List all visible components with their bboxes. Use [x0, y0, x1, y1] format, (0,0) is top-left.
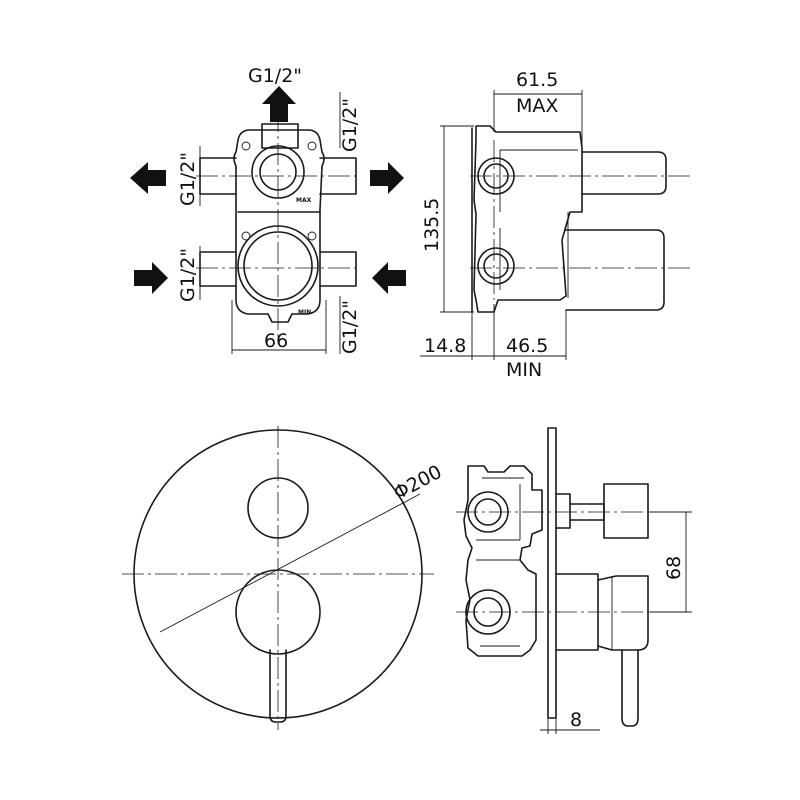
side-view-valve-body: 61.5 MAX 135.5 14.8 46.5 MIN: [420, 69, 690, 381]
lever-body-side: [597, 575, 649, 651]
diverter-knob-side: [603, 483, 649, 539]
arrow-up-icon: [262, 86, 296, 122]
arrow-left-icon: [130, 162, 166, 194]
right-upper-thread-label: G1/2": [339, 98, 361, 152]
cover-plate-side: [547, 427, 557, 719]
width-label: 66: [264, 330, 288, 352]
max-depth-label: 61.5: [516, 69, 558, 91]
min-depth-label: 46.5: [506, 335, 548, 357]
hidden-body-detail: [476, 477, 524, 647]
diverter-spindle: [555, 493, 605, 529]
right-lower-pipe: [319, 251, 357, 287]
left-lower-pipe: [199, 251, 237, 287]
hidden-valve-body: [463, 465, 543, 657]
valve-body-outline: [233, 129, 325, 323]
plate-thickness-dimension-line: [540, 718, 600, 734]
height-label: 135.5: [421, 198, 443, 252]
screw-hole: [307, 141, 317, 151]
arrow-left-icon: [372, 262, 406, 294]
lever-handle-side: [621, 649, 639, 727]
plate-thickness-label: 8: [570, 709, 582, 731]
height-dimension-line: [440, 125, 474, 313]
arrow-right-icon: [134, 262, 168, 294]
min-depth-dimension-line: [420, 304, 567, 360]
assembled-side-view: 68 8: [456, 427, 692, 734]
axis-distance-dimension-line: [650, 511, 692, 613]
front-view-cover-plate: Φ200: [122, 426, 446, 730]
cartridge-port-inner: [243, 231, 313, 301]
diameter-label: Φ200: [390, 461, 446, 504]
screw-hole: [241, 231, 251, 241]
lower-fitting-outer: [477, 247, 515, 285]
upper-stem: [581, 151, 667, 195]
width-dimension-line: [231, 300, 327, 354]
left-upper-thread-label: G1/2": [177, 152, 199, 206]
front-view-valve-body: MAX MIN 66 G1/2" G1/2" G1/2" G1/2" G1/2": [130, 65, 406, 354]
axis-distance-label: 68: [663, 556, 685, 580]
right-lower-thread-label: G1/2": [339, 300, 361, 354]
side-body-detail: [499, 149, 578, 298]
side-body-outline: [473, 125, 583, 313]
diameter-dimension-line: [159, 493, 421, 633]
wall-depth-label: 14.8: [424, 335, 466, 357]
left-lower-thread-label: G1/2": [177, 248, 199, 302]
lever-handle: [269, 649, 287, 723]
screw-hole: [241, 141, 251, 151]
screw-hole: [307, 231, 317, 241]
top-outlet-thread-label: G1/2": [248, 65, 302, 87]
max-mark: MAX: [296, 197, 312, 204]
max-depth-suffix: MAX: [516, 95, 558, 117]
min-mark: MIN: [298, 309, 311, 316]
min-depth-suffix: MIN: [506, 359, 542, 381]
max-depth-dimension-line: [493, 90, 583, 150]
cartridge-stem: [565, 229, 665, 311]
top-outlet-pipe: [261, 123, 299, 149]
arrow-right-icon: [370, 162, 404, 194]
lower-fitting-inner: [483, 253, 509, 279]
